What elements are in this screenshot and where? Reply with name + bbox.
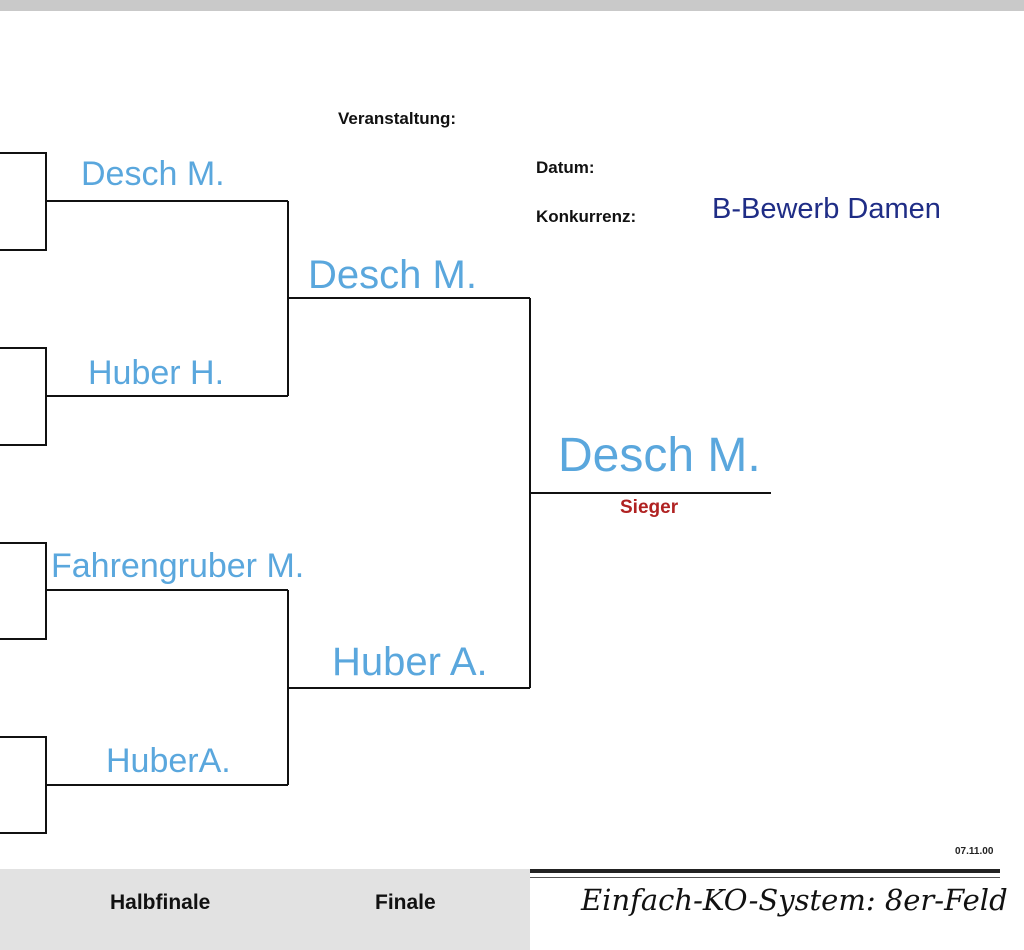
system-title: Einfach-KO-System: 8er-Feld: [581, 883, 1008, 917]
round-label-finale: Finale: [375, 891, 436, 914]
bracket-r1-match1: [0, 152, 288, 251]
bracket-r1-match2: [0, 347, 288, 446]
round1-winner-4: HuberA.: [106, 742, 231, 780]
bracket-final: [529, 298, 771, 688]
bracket-r1-match3: [0, 542, 288, 640]
footer-round-band: [0, 869, 530, 950]
print-date: 07.11.00: [955, 846, 994, 857]
tournament-bracket: [0, 152, 771, 834]
sieger-label: Sieger: [620, 497, 679, 518]
champion-name: Desch M.: [558, 429, 761, 482]
footer-rule-thin: [530, 877, 1000, 878]
top-bar: [0, 0, 1024, 11]
bracket-r1-match4: [0, 736, 288, 834]
round-label-halbfinale: Halbfinale: [110, 891, 211, 914]
round2-winner-2: Huber A.: [332, 640, 488, 684]
bracket-r2-match2: [287, 590, 530, 785]
round1-winner-2: Huber H.: [88, 354, 225, 392]
round1-winner-3: Fahrengruber M.: [51, 547, 305, 585]
konkurrenz-value: B-Bewerb Damen: [712, 193, 941, 225]
konkurrenz-label: Konkurrenz:: [536, 207, 637, 226]
veranstaltung-label: Veranstaltung:: [338, 109, 457, 128]
bracket-r2-match1: [287, 201, 530, 396]
datum-label: Datum:: [536, 158, 595, 177]
round1-winner-1: Desch M.: [81, 155, 225, 193]
round2-winner-1: Desch M.: [308, 253, 477, 297]
footer-rule-thick: [530, 869, 1000, 873]
